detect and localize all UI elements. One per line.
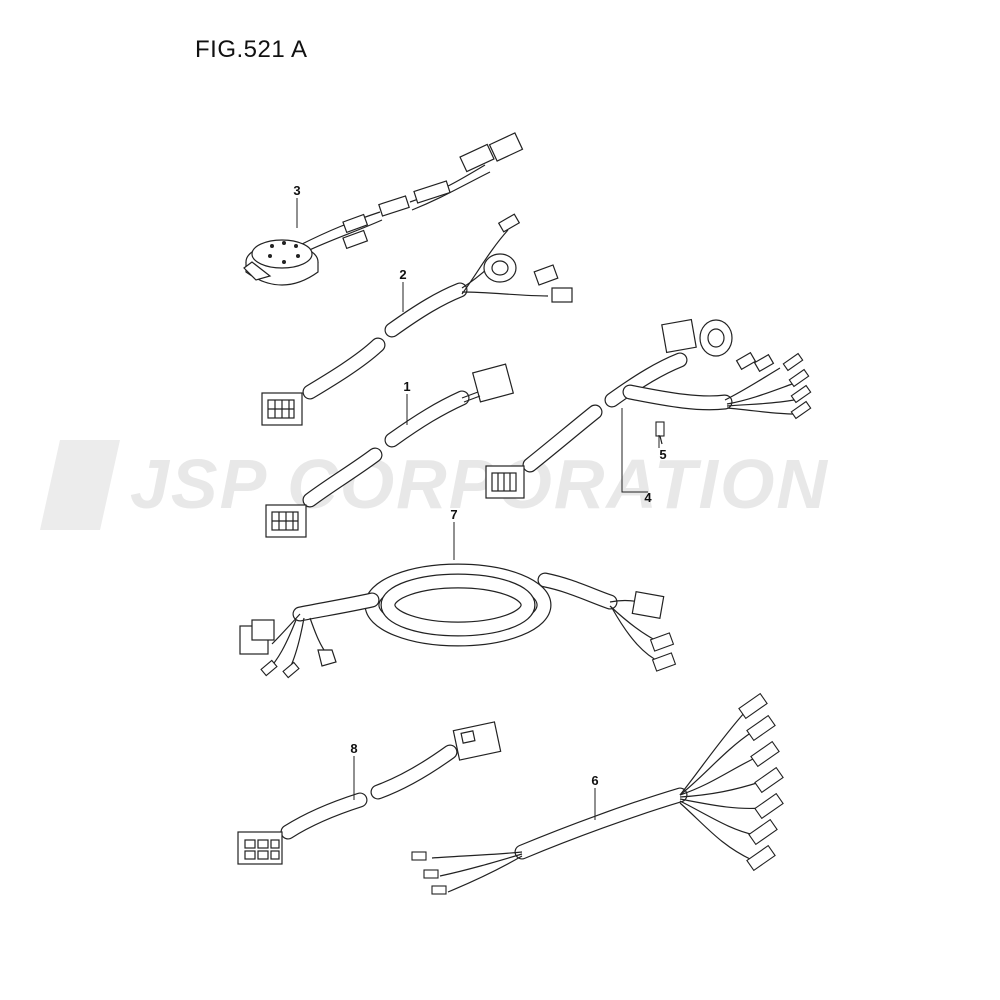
part-2-switch-harness (261, 213, 573, 426)
callout-6: 6 (591, 773, 598, 788)
callout-8: 8 (350, 741, 357, 756)
watermark-text: JSP CORPORATION (130, 445, 829, 523)
watermark: JSP CORPORATION (40, 440, 829, 530)
part-5-terminal (655, 421, 665, 445)
part-1-extension-harness (265, 363, 515, 538)
part-6-breakout-harness (411, 692, 784, 895)
callout-leaders (296, 198, 660, 820)
figure-title: FIG.521 A (195, 36, 308, 63)
callout-5: 5 (659, 447, 666, 462)
callout-labels: 3 2 1 5 4 7 8 6 (293, 183, 666, 788)
part-4-multi-harness (485, 318, 812, 499)
watermark-logo-icon (40, 440, 120, 530)
callout-7: 7 (450, 507, 457, 522)
callout-1: 1 (403, 379, 410, 394)
part-3-buzzer-harness (243, 132, 524, 286)
callout-4: 4 (644, 490, 652, 505)
part-7-main-harness (239, 563, 677, 679)
callout-2: 2 (399, 267, 406, 282)
callout-3: 3 (293, 183, 300, 198)
part-8-short-harness (237, 721, 502, 865)
